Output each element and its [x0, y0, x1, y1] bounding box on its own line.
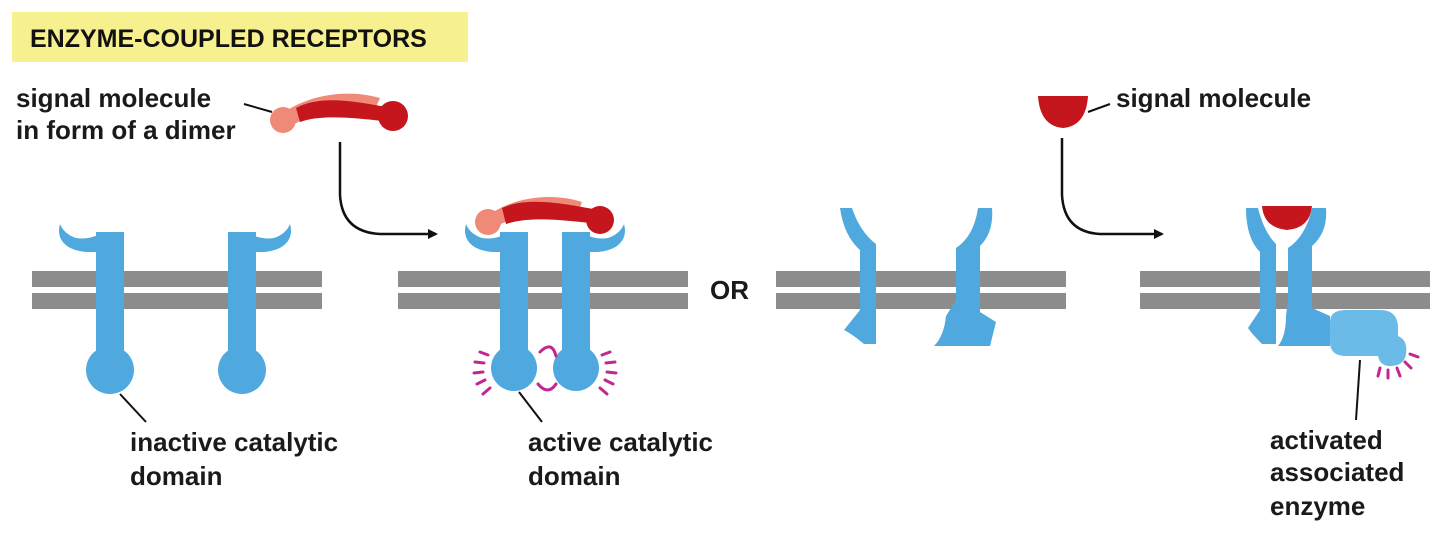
label-dimer-signal-molecule: signal molecule in form of a dimer	[16, 83, 236, 145]
membrane-4	[1140, 271, 1430, 309]
or-separator: OR	[710, 275, 749, 305]
membrane-2	[398, 271, 688, 309]
active-receptor-dimer	[465, 224, 625, 391]
activation-marks-dimer	[472, 345, 618, 396]
signal-molecule-free	[1038, 96, 1088, 128]
transition-arrow-2	[1060, 138, 1164, 239]
inactive-receptor-left	[59, 224, 134, 394]
diagram-title: ENZYME-COUPLED RECEPTORS	[30, 25, 427, 53]
label-signal-molecule: signal molecule	[1116, 83, 1311, 113]
label-inactive-catalytic-domain: inactive catalytic domain	[130, 427, 345, 491]
membrane-3	[776, 271, 1066, 309]
dimer-signal-molecule	[270, 93, 408, 133]
receptor-subunit-right	[934, 208, 996, 346]
signal-molecule-bound	[1262, 206, 1312, 230]
activation-marks-enzyme	[1376, 352, 1420, 380]
associated-enzyme	[1330, 310, 1407, 366]
label-activated-associated-enzyme: activated associated enzyme	[1270, 425, 1412, 521]
leader-lines	[119, 103, 1361, 423]
activated-receptor-complex	[1246, 208, 1330, 346]
inactive-receptor-right	[218, 224, 291, 394]
bound-dimer-signal-molecule	[475, 196, 614, 235]
title-background	[12, 12, 468, 62]
receptor-subunit-left	[840, 208, 876, 344]
transition-arrow-1	[338, 142, 438, 239]
label-active-catalytic-domain: active catalytic domain	[528, 427, 720, 491]
membrane-1	[32, 271, 322, 309]
